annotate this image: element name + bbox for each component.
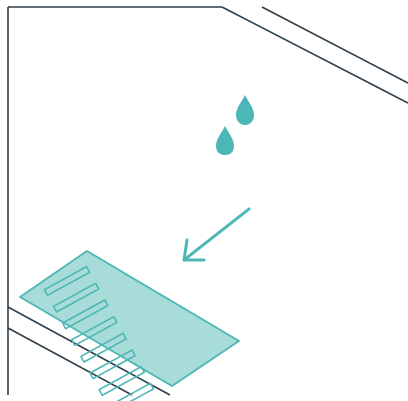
drain-grate-body bbox=[19, 250, 240, 387]
drain-grate-icon bbox=[19, 250, 240, 401]
drain-slot bbox=[61, 299, 109, 330]
drain-grate-slots bbox=[43, 265, 155, 401]
drain-slot bbox=[43, 265, 91, 297]
water-drop-icon bbox=[236, 95, 254, 125]
drain-slot bbox=[52, 282, 100, 313]
wall-edge-lower bbox=[261, 6, 408, 84]
floor-outline bbox=[7, 6, 408, 396]
drain-slot bbox=[89, 349, 136, 380]
drain-slot bbox=[80, 332, 127, 363]
drain-slot bbox=[71, 315, 118, 347]
arrow-down-left-icon bbox=[182, 207, 251, 262]
drain-slot bbox=[98, 365, 146, 397]
drain-slot bbox=[116, 382, 155, 401]
wall-edge-upper bbox=[221, 6, 408, 104]
water-drops bbox=[216, 95, 254, 155]
floor-edge-upper bbox=[7, 306, 171, 396]
water-drop-icon bbox=[216, 126, 234, 155]
